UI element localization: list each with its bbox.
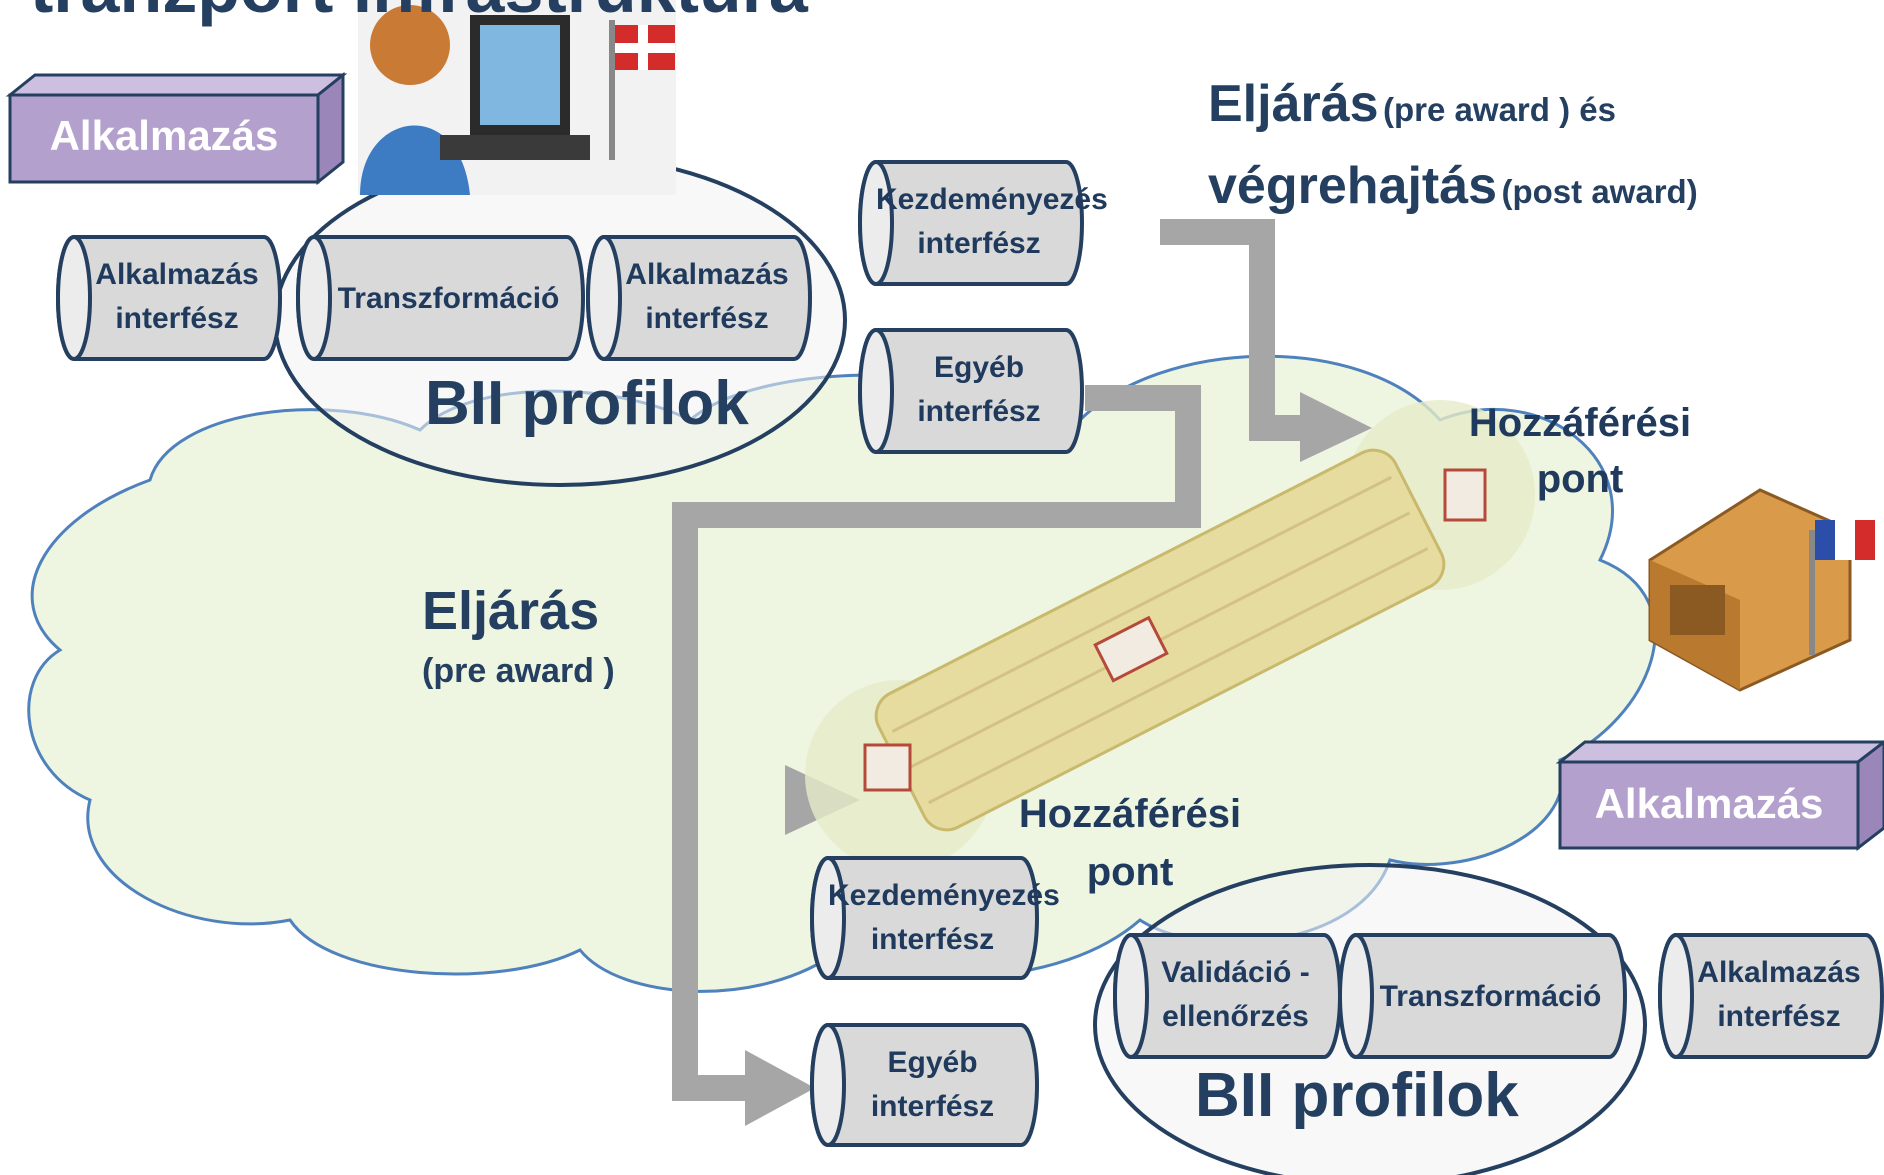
cylinder-other-interface-bottom-line1: Egyéb [887,1046,978,1079]
transport-tube [805,400,1535,870]
procedure-word: Eljárás [1208,75,1379,133]
cylinder-transformation-bottom-label: Transzformáció [1356,975,1625,1019]
access-point-bottom-line2: pont [1086,850,1174,894]
cylinder-validation-cap [1113,933,1149,1059]
cylinder-transformation-top-line1: Transzformáció [337,282,560,315]
cylinder-initiation-interface-bottom-line2: interfész [870,922,995,956]
access-point-bottom-line1: Hozzáférési [1018,792,1242,836]
cylinder-other-interface-top-label: Egyéb interfész [876,346,1082,433]
cylinder-app-interface-bottom-line1: Alkalmazás [1697,956,1861,989]
cylinder-initiation-interface-bottom-cap [810,856,846,980]
cylinder-other-interface-top-line2: interfész [917,394,1041,428]
cylinder-app-interface-top-1-line2: interfész [115,301,239,335]
access-point-right-label: Hozzáférési pont [1440,395,1720,507]
bii-profile-label-top: BII profilok [425,369,749,438]
page-title-fragment: tranzport infrastruktúra [30,0,808,28]
arrow-head-other-bottom [745,1050,815,1126]
arrow-head-access-right [1300,392,1372,462]
cylinder-transformation-bottom-cap [1338,933,1374,1059]
person-laptop-illustration [358,0,676,195]
cylinder-transformation-top-cap [296,235,332,361]
cylinder-initiation-interface-bottom-line1: Kezdeményezés [828,879,1060,912]
access-point-right-line1: Hozzáférési [1468,401,1692,445]
execution-word: végrehajtás [1208,157,1498,215]
cylinder-other-interface-top-line1: Egyéb [933,351,1025,384]
cylinder-other-interface-bottom-label: Egyéb interfész [828,1041,1037,1128]
procedure-small-1: (pre award ) és [1383,91,1616,128]
cylinder-app-interface-bottom-line2: interfész [1717,999,1841,1033]
cylinder-other-interface-bottom-cap [810,1023,846,1147]
cylinder-initiation-interface-top-cap [858,160,894,286]
cylinder-app-interface-top-2-line2: interfész [645,301,769,335]
building-illustration [1648,488,1875,692]
cylinder-shapes [56,160,1884,1147]
cylinder-transformation-bottom-line1: Transzformáció [1379,980,1602,1013]
procedure-pre-award-word: Eljárás [422,581,600,641]
cylinder-validation-line2: ellenőrzés [1162,999,1309,1033]
access-point-right-line2: pont [1536,457,1624,501]
cylinder-transformation-top-label: Transzformáció [314,277,583,321]
cylinder-app-interface-top-1-line1: Alkalmazás [95,258,259,291]
app-box-3d-bottom [1555,740,1884,852]
cylinder-app-interface-top-2-label: Alkalmazás interfész [604,253,810,340]
app-box-3d-top [5,71,348,186]
access-point-bottom-label: Hozzáférési pont [990,785,1270,901]
cylinder-app-interface-top-2-cap [586,235,622,361]
cylinder-app-interface-top-1-label: Alkalmazás interfész [74,253,280,340]
procedure-small-2: (post award) [1501,173,1698,210]
cylinder-validation-label: Validáció - ellenőrzés [1131,951,1340,1038]
cylinder-app-interface-top-2-line1: Alkalmazás [625,258,789,291]
cylinder-other-interface-bottom-line2: interfész [870,1089,995,1123]
cylinder-initiation-interface-top-line1: Kezdeményezés [876,183,1108,216]
cylinder-app-interface-bottom-cap [1658,933,1694,1059]
cylinder-initiation-interface-top-label: Kezdeményezés interfész [876,178,1108,265]
cylinder-app-interface-top-1-cap [56,235,92,361]
bii-profile-label-bottom: BII profilok [1195,1061,1519,1130]
cylinder-other-interface-top-cap [858,328,894,454]
cylinder-validation-line1: Validáció - [1161,956,1310,989]
execution-post-award-label: végrehajtás (post award) [1208,160,1698,212]
flow-arrows [672,219,1310,1101]
cylinder-initiation-interface-top-line2: interfész [917,226,1041,260]
app-box-top-label: Alkalmazás [49,112,279,159]
cylinder-app-interface-bottom-label: Alkalmazás interfész [1676,951,1882,1038]
procedure-pre-award-small: (pre award ) [422,652,615,690]
cylinder-initiation-interface-bottom-label: Kezdeményezés interfész [828,874,1060,961]
app-box-bottom-label: Alkalmazás [1594,780,1824,827]
procedure-post-award-label: Eljárás (pre award ) és [1208,78,1616,130]
